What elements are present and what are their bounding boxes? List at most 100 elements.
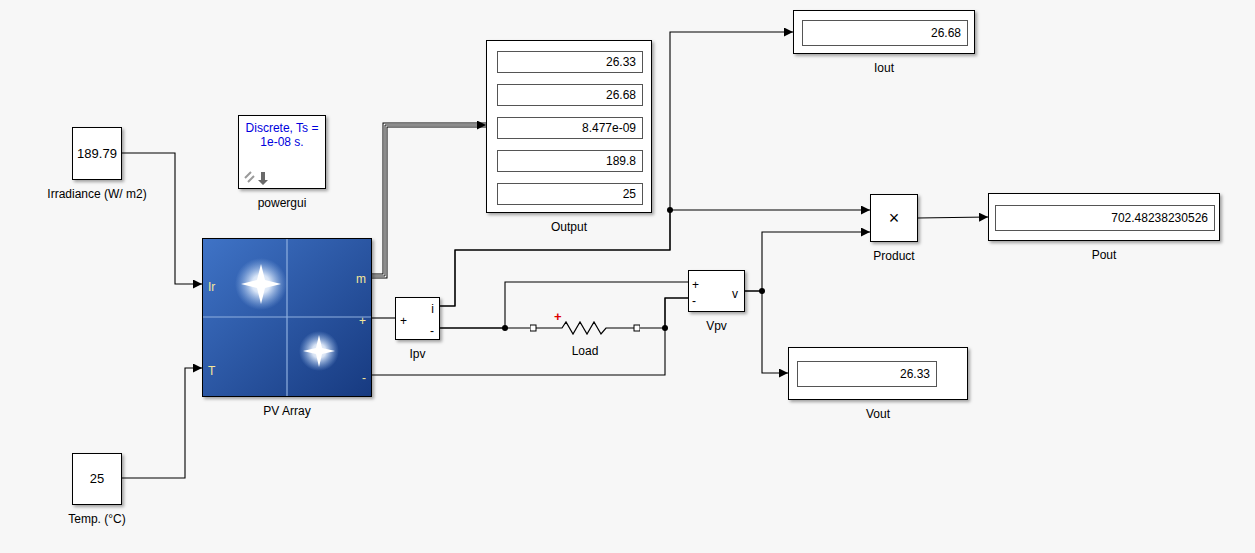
port-name: m	[356, 272, 366, 286]
display-value: 26.68	[606, 87, 636, 103]
constant-block: 189.79Irradiance (W/ m2)	[72, 127, 122, 180]
port-label: +	[359, 311, 366, 329]
port-label: +	[400, 311, 407, 329]
display-value: 8.477e-09	[582, 120, 636, 136]
display-field: 702.48238230526	[995, 205, 1215, 231]
display-field: 26.68	[497, 84, 643, 106]
light-glint	[241, 264, 281, 304]
block-name: PV Array	[263, 401, 310, 419]
junction-dot	[667, 207, 673, 213]
block-label: Pout	[1092, 248, 1117, 262]
signal-line	[745, 232, 870, 291]
block-name: Output	[551, 217, 587, 235]
display-field: 8.477e-09	[497, 117, 643, 139]
pv-panel-picture	[203, 239, 371, 396]
port-label: Ir	[208, 277, 215, 295]
block-name: Ipv	[409, 344, 425, 362]
block-name: Product	[873, 246, 914, 264]
block-value: Discrete, Ts = 1e-08 s.	[243, 121, 321, 149]
port-label: T	[208, 361, 215, 379]
block-label: Iout	[874, 61, 894, 75]
light-glint	[299, 331, 339, 371]
port-name: +	[400, 314, 407, 328]
constant-block: 25Temp. (°C)	[72, 453, 122, 505]
block-value: 189.79	[77, 146, 117, 162]
block-name: Vout	[866, 404, 890, 422]
block-label: Load	[572, 344, 599, 358]
display-value: 702.48238230526	[1111, 210, 1208, 226]
block-name: powergui	[258, 193, 307, 211]
block-label: Vpv	[706, 319, 727, 333]
signal-line	[745, 291, 788, 373]
port-label: m	[356, 269, 366, 287]
block-text: 25	[73, 454, 121, 504]
block-name: Irradiance (W/ m2)	[47, 184, 146, 202]
power-wire	[440, 282, 688, 328]
display-field: 189.8	[497, 150, 643, 172]
block-label: Product	[873, 249, 914, 263]
signal-line	[440, 210, 870, 306]
block-name: Load	[572, 341, 599, 359]
bus-line	[372, 125, 486, 276]
display-value: 25	[623, 186, 636, 202]
bus-line	[372, 125, 486, 276]
block-value: ×	[889, 210, 900, 226]
resistor-zigzag	[530, 322, 640, 334]
pv-array-block: IrTm+-PV Array	[202, 238, 372, 397]
port-label: +	[692, 275, 699, 293]
display-value: 26.33	[900, 366, 930, 382]
signal-line	[122, 153, 202, 284]
resistor-drawing	[530, 318, 640, 338]
block-name: Pout	[1092, 245, 1117, 263]
power-wire	[372, 298, 688, 375]
port-label: -	[692, 291, 696, 309]
block-label: powergui	[258, 196, 307, 210]
resistor-symbol: +Load	[530, 318, 640, 338]
junction-dot	[759, 288, 765, 294]
port-name: +	[359, 314, 366, 328]
block-name: Iout	[874, 58, 894, 76]
current-measurement-block: +i-Ipv	[395, 297, 440, 340]
voltage-measurement-block: +-vVpv	[688, 270, 745, 312]
port-name: i	[431, 302, 434, 316]
terminal	[634, 325, 640, 331]
port-name: +	[554, 309, 562, 324]
port-label: v	[732, 284, 738, 302]
display-block: 26.3326.688.477e-09189.825Output	[486, 40, 652, 213]
block-label: Ipv	[409, 347, 425, 361]
port-name: Ir	[208, 280, 215, 294]
port-label: +	[554, 307, 562, 325]
block-text: Discrete, Ts = 1e-08 s.	[239, 121, 325, 149]
display-block: 702.48238230526Pout	[988, 193, 1220, 241]
block-name: Temp. (°C)	[68, 509, 125, 527]
display-block: 26.33Vout	[788, 347, 968, 400]
display-field: 25	[497, 183, 643, 205]
panel-face	[203, 239, 371, 396]
signal-line	[372, 125, 486, 276]
cell-grid	[203, 239, 371, 396]
block-value: 25	[90, 471, 104, 487]
signal-line	[918, 217, 988, 218]
block-label: Vout	[866, 407, 890, 421]
light-glint	[235, 258, 287, 310]
power-wire	[640, 298, 688, 328]
power-wire	[372, 317, 395, 318]
signal-line	[122, 368, 202, 478]
display-block: 26.68Iout	[793, 10, 975, 54]
port-name: -	[430, 324, 434, 338]
powergui-block: Discrete, Ts = 1e-08 s.powergui	[238, 115, 326, 189]
junction-dot	[502, 325, 508, 331]
display-field: 26.33	[497, 51, 643, 73]
display-field: 26.68	[802, 20, 968, 46]
block-text: 189.79	[73, 128, 121, 179]
port-name: -	[692, 294, 696, 308]
junction-dot	[662, 325, 668, 331]
port-label: i	[431, 299, 434, 317]
display-value: 189.8	[606, 153, 636, 169]
port-label: -	[362, 368, 366, 386]
block-name: Vpv	[706, 316, 727, 334]
product-block: ×Product	[870, 194, 918, 242]
block-label: Output	[551, 220, 587, 234]
port-name: T	[208, 364, 215, 378]
